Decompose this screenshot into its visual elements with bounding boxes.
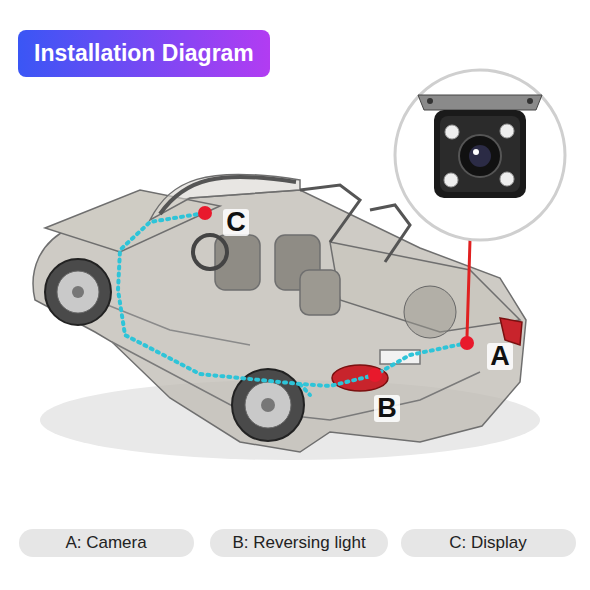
pill-text: B: Reversing light [232, 533, 365, 553]
wheels [45, 259, 456, 441]
wire-branch [300, 384, 310, 395]
legend-pill: C: Display [401, 529, 576, 557]
callout-letter: B [374, 395, 400, 422]
callout-letter: C [223, 209, 249, 236]
callout-letter: A [487, 343, 513, 370]
point-dot [198, 206, 212, 220]
pill-text: C: Display [449, 533, 526, 553]
legend-pill: A: Camera [19, 529, 194, 557]
leader-line [467, 240, 470, 337]
legend-pill: B: Reversing light [210, 529, 388, 557]
pill-text: A: Camera [65, 533, 146, 553]
title-banner: Installation Diagram [18, 30, 270, 77]
camera-inset [395, 70, 565, 240]
wire-route [118, 213, 467, 386]
point-dot [368, 368, 382, 382]
point-dot [460, 336, 474, 350]
